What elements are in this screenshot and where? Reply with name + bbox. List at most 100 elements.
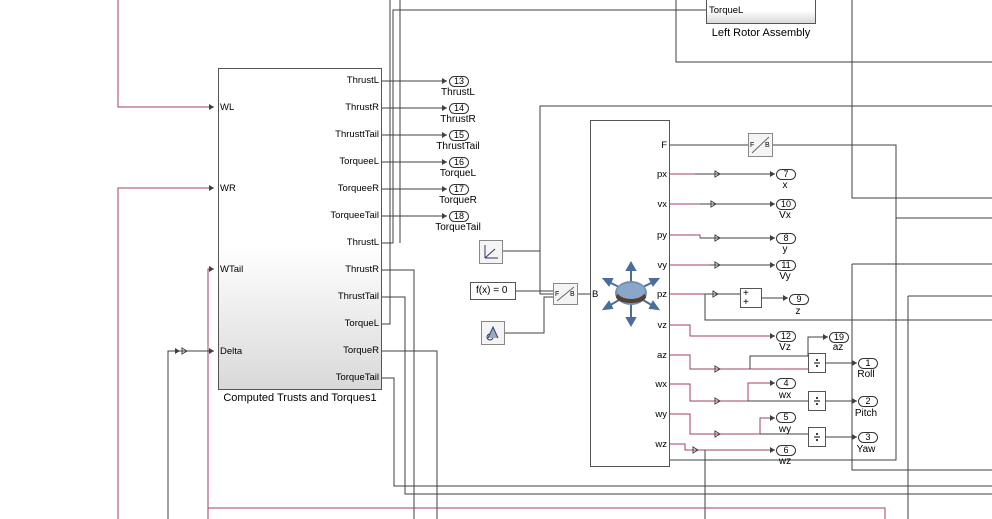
left-rotor-assembly-block[interactable]: TorqueL — [706, 0, 816, 24]
wire-top-3[interactable] — [851, 0, 992, 199]
wire-az[interactable] — [670, 354, 808, 370]
gain-block-pitch[interactable] — [808, 391, 826, 411]
sixdof-port-vx: vx — [657, 199, 668, 210]
sum-plus-icon: + — [743, 288, 749, 299]
outport-7[interactable]: 7 — [776, 169, 796, 180]
outport-12[interactable]: 12 — [776, 331, 796, 342]
port-out-5: TorqueeR — [337, 183, 379, 194]
outport-9[interactable]: 9 — [789, 294, 809, 305]
outport-11[interactable]: 11 — [776, 260, 796, 271]
outport-1[interactable]: 1 — [858, 358, 878, 369]
six-dof-joint-block[interactable]: B F px vx py vy pz vz az wx wy wz — [590, 120, 670, 467]
outport-16-label: TorqueL — [439, 168, 477, 179]
outport-15-label: ThrustTail — [436, 141, 480, 152]
wire-top-2[interactable] — [675, 0, 992, 63]
wire-wx[interactable] — [670, 382, 775, 402]
wire-wl[interactable] — [117, 0, 214, 108]
wire-right-2[interactable] — [851, 264, 992, 471]
wire-thrustr[interactable] — [382, 269, 415, 519]
outport-6-label: wz — [778, 456, 792, 467]
constraint-block[interactable]: f(x) = 0 — [470, 282, 516, 300]
outport-2[interactable]: 2 — [858, 396, 878, 407]
sixdof-port-pz: pz — [656, 289, 667, 300]
outport-16[interactable]: 16 — [449, 157, 469, 168]
wire-wz[interactable] — [670, 443, 775, 451]
gain-block-roll[interactable] — [808, 353, 826, 373]
port-out-12: TorqueTail — [335, 372, 379, 383]
world-frame-block[interactable] — [479, 240, 503, 264]
outport-10[interactable]: 10 — [776, 199, 796, 210]
wire-torquer[interactable] — [382, 350, 438, 519]
port-out-7: ThrustL — [346, 237, 379, 248]
outport-13[interactable]: 13 — [449, 76, 469, 87]
port-out-10: TorqueL — [344, 318, 379, 329]
outport-19[interactable]: 19 — [829, 332, 849, 343]
outport-5-label: wy — [778, 424, 792, 435]
outport-18[interactable]: 18 — [449, 211, 469, 222]
wire-torquel[interactable] — [382, 0, 391, 325]
six-dof-joint-icon — [601, 261, 661, 327]
sixdof-port-az: az — [656, 350, 667, 361]
computed-trusts-torques-block[interactable]: WL WR WTail Delta ThrustL ThrustR Thrust… — [218, 68, 382, 390]
wire-loop-1[interactable] — [539, 105, 992, 251]
sum-plus-icon: + — [743, 297, 749, 308]
wire-bottom-pink[interactable] — [208, 507, 886, 519]
svg-text:F: F — [555, 291, 559, 298]
fraction-icon — [814, 359, 820, 367]
outport-3[interactable]: 3 — [858, 432, 878, 443]
wire-thrustl[interactable] — [382, 9, 706, 244]
wire-pz-loop[interactable] — [704, 294, 992, 321]
port-out-11: TorqueR — [343, 345, 379, 356]
wire-py[interactable] — [670, 234, 701, 238]
outport-17[interactable]: 17 — [449, 184, 469, 195]
wire-solver[interactable] — [505, 296, 553, 334]
svg-text:B: B — [570, 291, 575, 298]
outport-12-label: Vz — [779, 342, 791, 353]
port-out-4: TorqueeL — [339, 156, 379, 167]
outport-6[interactable]: 6 — [776, 445, 796, 456]
gain-block-yaw[interactable] — [808, 427, 826, 447]
wire-wr[interactable] — [117, 187, 214, 519]
wire-wy[interactable] — [670, 413, 775, 435]
port-out-8: ThrustR — [345, 264, 379, 275]
wire-f-out[interactable] — [670, 144, 897, 461]
outport-4[interactable]: 4 — [776, 378, 796, 389]
fraction-icon — [814, 397, 820, 405]
sum-block[interactable]: + + — [740, 288, 762, 308]
computed-block-caption: Computed Trusts and Torques1 — [223, 392, 377, 404]
svg-text:F: F — [750, 142, 754, 149]
outport-8-label: y — [782, 244, 788, 255]
wire-torquetail[interactable] — [382, 377, 992, 487]
outport-14-label: ThrustR — [440, 114, 476, 125]
solver-config-block[interactable] — [481, 321, 505, 345]
wire-delta[interactable] — [167, 350, 214, 519]
sixdof-port-vy: vy — [657, 260, 668, 271]
sixdof-port-wy: wy — [655, 409, 667, 420]
sixdof-port-vz: vz — [657, 320, 668, 331]
axes-icon — [484, 245, 498, 259]
outport-2-label: Pitch — [854, 408, 878, 419]
svg-text:B: B — [765, 142, 770, 149]
fraction-icon — [814, 433, 820, 441]
outport-13-label: ThrustL — [441, 87, 475, 98]
port-out-2: ThrustR — [345, 102, 379, 113]
outport-1-label: Roll — [857, 369, 875, 380]
sixdof-port-wx: wx — [655, 379, 667, 390]
left-rotor-assembly-caption: Left Rotor Assembly — [711, 27, 811, 39]
outport-8[interactable]: 8 — [776, 233, 796, 244]
wire-cfg-1[interactable] — [503, 250, 553, 295]
wire-vz[interactable] — [670, 324, 775, 337]
port-out-6: TorqueeTail — [330, 210, 379, 221]
outport-15[interactable]: 15 — [449, 130, 469, 141]
port-wl: WL — [220, 102, 235, 113]
wire-thrusttail[interactable] — [382, 296, 992, 495]
outport-14[interactable]: 14 — [449, 103, 469, 114]
outport-5[interactable]: 5 — [776, 412, 796, 423]
outport-3-label: Yaw — [856, 444, 876, 455]
port-delta: Delta — [220, 346, 243, 357]
